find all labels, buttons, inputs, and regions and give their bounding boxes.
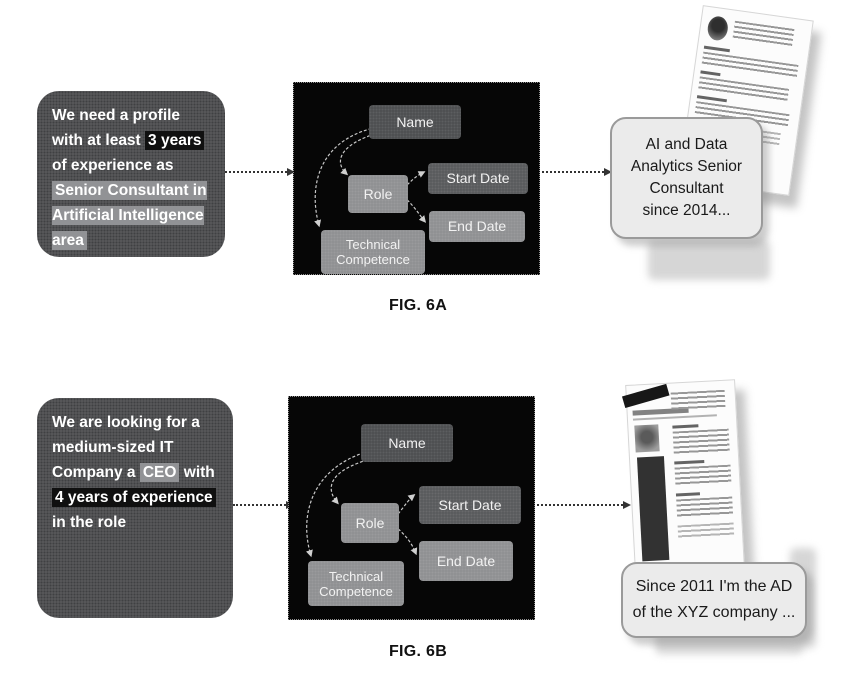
query-segment: We need a profile with at least [52,107,181,149]
query-segment: with [179,464,215,481]
result-line: since 2014... [642,202,731,219]
resume-section-header [675,492,701,497]
query-highlight-light: Senior Consultant in Artificial Intellig… [52,181,207,250]
fig6b-query-text: We are looking for a medium-sized IT Com… [52,410,218,535]
node-role: Role [348,175,408,213]
fig6a-query-box: We need a profile with at least 3 years … [37,91,225,257]
resume-text-lines [732,20,795,48]
query-segment: of experience as [52,157,174,174]
resume-text-lines [672,428,730,456]
node-start-date: Start Date [428,163,528,194]
result-line: Since 2011 I'm the AD [635,578,793,595]
result-line: Consultant [649,180,724,197]
resume-text-lines [677,522,735,540]
resume-photo [706,15,730,42]
fig6a-result-callout: AI and Data Analytics Senior Consultant … [610,117,763,239]
resume-rule-line [632,414,717,421]
fig6a-arrow-query-to-schema [225,168,295,176]
query-segment: We are looking for a medium-sized IT Com… [52,414,200,481]
fig6b-arrow-query-to-schema [233,501,294,509]
resume-text-lines [674,464,732,487]
arrowhead-icon [623,501,631,509]
fig6b-resume-thumbnail [621,379,745,573]
fig6b-label: FIG. 6B [388,643,448,660]
node-name: Name [361,424,453,462]
fig6a-callout-shadow [648,240,770,280]
resume-sidebar-column [636,456,670,562]
query-segment: in the role [52,514,127,531]
node-end-date: End Date [429,211,525,242]
result-line: AI and Data [645,136,728,153]
result-line: of the XYZ company ... [632,604,796,621]
resume-text-lines [670,389,726,412]
node-technical-competence: Technical Competence [321,230,425,274]
fig6b-result-callout: Since 2011 I'm the AD of the XYZ company… [621,562,807,638]
resume-text-lines [676,496,734,519]
node-end-date: End Date [419,541,513,581]
fig6b-arrow-schema-to-result [537,501,631,509]
resume-section-header [674,459,705,465]
node-role: Role [341,503,399,543]
resume-section-header [672,424,699,429]
fig6a-arrow-schema-to-result [542,168,612,176]
resume-header-ribbon [621,383,670,409]
node-name: Name [369,105,461,139]
query-highlight-light: CEO [139,463,180,482]
fig6a-query-text: We need a profile with at least 3 years … [52,103,210,253]
fig6b-connector-lines [305,451,418,558]
query-highlight-dark: 4 years of experience [52,488,216,507]
fig6a-label: FIG. 6A [388,297,448,314]
resume-section-header [700,70,721,77]
arrowhead-icon [287,168,295,176]
fig6b-query-box: We are looking for a medium-sized IT Com… [37,398,233,618]
result-line: Analytics Senior [630,158,743,175]
query-highlight-dark: 3 years [145,131,205,150]
fig6b-schema-panel: Name Role Start Date End Date Technical … [288,396,535,620]
node-start-date: Start Date [419,486,521,524]
arrowhead-icon [604,168,612,176]
node-technical-competence: Technical Competence [308,561,404,606]
fig6a-schema-panel: Name Role Start Date End Date Technical … [293,82,540,275]
resume-photo [634,424,660,453]
